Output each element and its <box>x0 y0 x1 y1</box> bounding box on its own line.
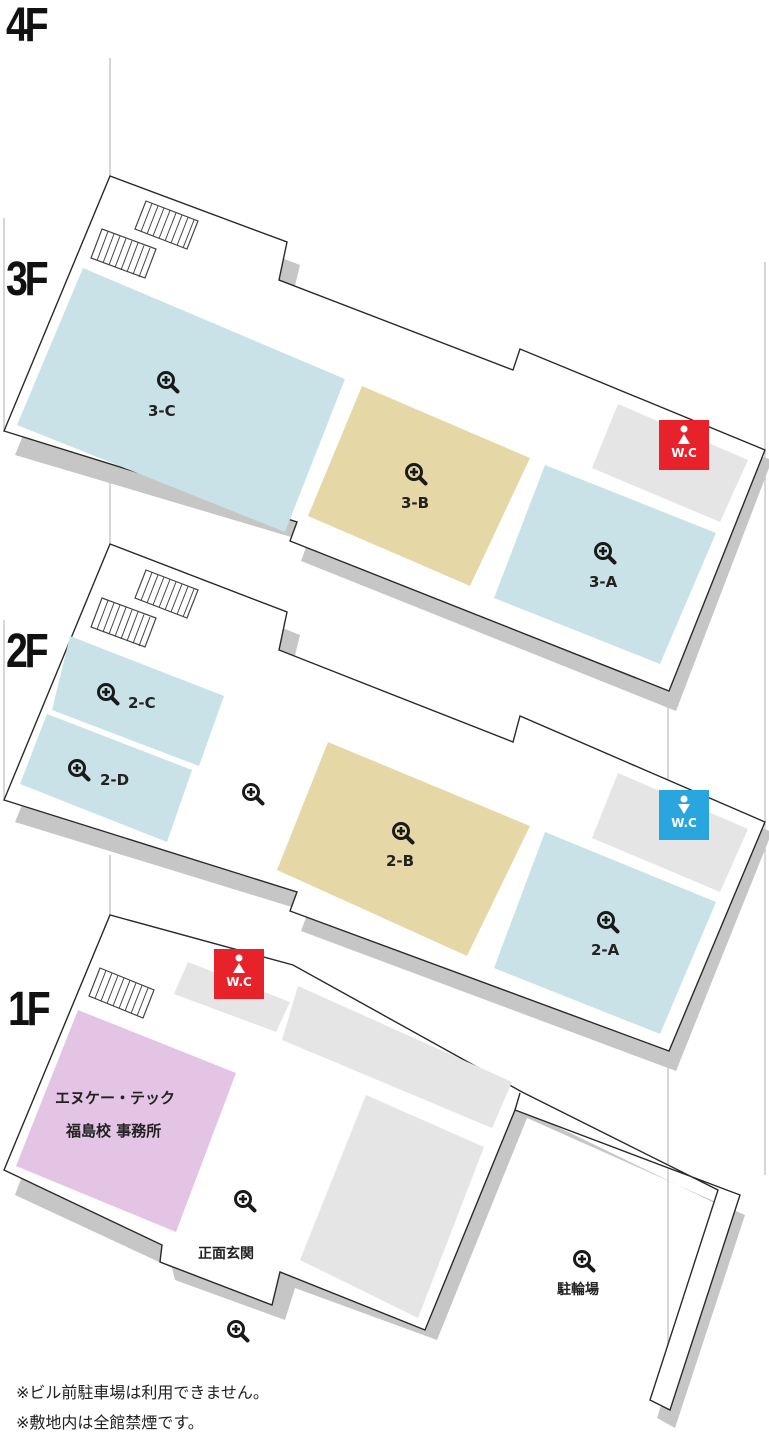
zoom-icon-outside[interactable] <box>226 1319 250 1343</box>
floor-3f-plan <box>3 175 769 711</box>
room-label-2a: 2-A <box>591 941 620 959</box>
bicycle-parking-label: 駐輪場 <box>557 1282 599 1298</box>
office-label-line2: 福島校 事務所 <box>66 1122 162 1140</box>
restroom-3f-female[interactable]: W.C <box>659 420 709 470</box>
room-label-2c: 2-C <box>128 694 156 712</box>
restroom-2f-male[interactable]: W.C <box>659 790 709 840</box>
restroom-1f-female[interactable]: W.C <box>214 949 264 999</box>
room-label-2b: 2-B <box>386 852 415 870</box>
female-restroom-icon <box>678 425 690 444</box>
room-label-3c: 3-C <box>148 402 176 420</box>
floor-2f-plan <box>3 543 769 1071</box>
zoom-icon-bicycle-parking[interactable] <box>572 1249 596 1273</box>
note-no-parking: ※ビル前駐車場は利用できません。 <box>16 1383 269 1402</box>
female-restroom-icon <box>233 954 245 973</box>
room-label-3a: 3-A <box>589 573 618 591</box>
notes: ※ビル前駐車場は利用できません。 ※敷地内は全館禁煙です。 <box>16 1378 269 1438</box>
entrance-label: 正面玄関 <box>198 1246 254 1262</box>
note-no-smoking: ※敷地内は全館禁煙です。 <box>16 1413 204 1432</box>
floor-1f-plan <box>3 914 745 1428</box>
office-label-line1: エヌケー・テック <box>55 1089 176 1107</box>
room-label-3b: 3-B <box>401 494 430 512</box>
male-restroom-icon <box>678 795 690 814</box>
floor-label-2f: 2F <box>6 625 49 678</box>
floor-label-4f: 4F <box>6 0 49 52</box>
floor-label-3f: 3F <box>6 253 49 306</box>
room-label-2d: 2-D <box>100 771 130 789</box>
floor-label-1f: 1F <box>8 983 51 1036</box>
